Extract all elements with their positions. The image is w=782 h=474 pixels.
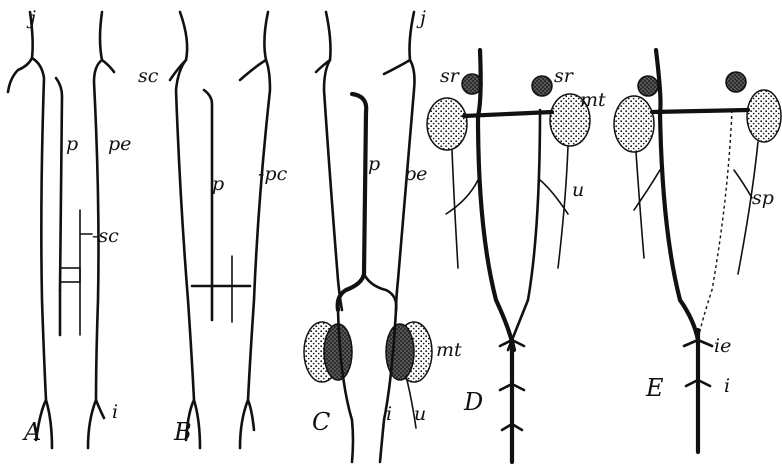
panel-c-jugular-right xyxy=(384,12,414,74)
panel-a-label-p: p xyxy=(66,133,78,155)
panel-b-label-pc: -pc xyxy=(258,163,288,185)
panel-a-label-pe: pe xyxy=(108,133,131,155)
panel-c-label-u: u xyxy=(414,403,426,425)
panel-b-jugular-left xyxy=(170,12,187,80)
panel-d-cava-left xyxy=(478,50,514,350)
panel-a-tail-right xyxy=(88,400,96,448)
panel-c: j p pe mt i u C xyxy=(304,7,462,462)
panel-c-lower-right xyxy=(380,310,396,462)
panel-a-tail-left xyxy=(46,400,52,448)
panel-c-cardinal-left xyxy=(324,60,342,310)
panel-d-kidney-left xyxy=(427,98,467,150)
panel-a-label-sc-top: sc xyxy=(138,65,159,87)
panel-a-label-sc-mid: -sc xyxy=(92,225,119,247)
panel-e-suprarenal-right xyxy=(726,72,746,92)
panel-e-label-i: i xyxy=(724,375,730,397)
panel-c-posterior-split xyxy=(364,274,396,310)
panel-a-posterior-left xyxy=(56,78,62,290)
panel-a-cardinal-left xyxy=(32,58,46,440)
panel-c-label-p: p xyxy=(368,153,380,175)
panel-e-label-sp: sp xyxy=(752,187,774,209)
panel-d-label-mt: mt xyxy=(580,89,606,111)
panel-d-branch-right xyxy=(540,180,568,214)
panel-a-jugular-right xyxy=(100,12,114,72)
panel-a-caption: A xyxy=(22,418,41,446)
panel-e-branch-right xyxy=(734,170,752,198)
panel-e-kidney-left xyxy=(614,96,654,152)
panel-c-label-pe: pe xyxy=(404,163,427,185)
panel-b: p -pc B xyxy=(170,12,288,448)
panel-b-cardinal-left xyxy=(176,60,194,440)
panel-e-suprarenal-left xyxy=(638,76,658,96)
panel-d-branch-left xyxy=(446,180,478,214)
panel-e: sp ie i E xyxy=(614,50,781,452)
panel-d-caption: D xyxy=(463,388,483,416)
panel-c-label-j: j xyxy=(416,7,426,29)
panel-e-caption: E xyxy=(645,374,664,402)
panel-a-label-i: i xyxy=(112,401,118,423)
panel-e-dotted-vein xyxy=(698,110,732,340)
panel-d-cardinal-right xyxy=(508,110,540,350)
panel-c-caption: C xyxy=(312,408,330,436)
panel-e-cava xyxy=(656,50,698,340)
panel-a-anastomosis-box xyxy=(60,268,80,282)
panel-b-label-p: p xyxy=(212,173,224,195)
panel-e-renal-crossbar xyxy=(652,110,748,112)
panel-b-tail-left xyxy=(194,400,200,448)
panel-a-jugular-left xyxy=(8,12,33,92)
panel-b-tail-right xyxy=(240,400,248,448)
panel-e-kidney-right xyxy=(747,90,781,142)
panel-d-label-sr-right: sr xyxy=(554,65,575,87)
panel-b-cardinal-right xyxy=(248,60,270,430)
panel-e-label-ie: ie xyxy=(714,335,731,357)
panel-d-suprarenal-right xyxy=(532,76,552,96)
panel-b-caption: B xyxy=(173,418,192,446)
panel-a: j sc p pe -sc i A xyxy=(8,7,159,448)
panel-c-label-mt: mt xyxy=(436,339,462,361)
panel-d: sr sr mt u D xyxy=(427,50,606,462)
panel-c-label-i: i xyxy=(386,403,392,425)
panel-c-cardinal-right xyxy=(396,60,415,310)
panel-a-label-j: j xyxy=(26,7,36,29)
panel-d-label-u: u xyxy=(572,179,584,201)
panel-b-jugular-right xyxy=(240,12,268,80)
panel-d-label-sr-left: sr xyxy=(440,65,461,87)
panel-c-posterior-trunk xyxy=(338,94,367,310)
